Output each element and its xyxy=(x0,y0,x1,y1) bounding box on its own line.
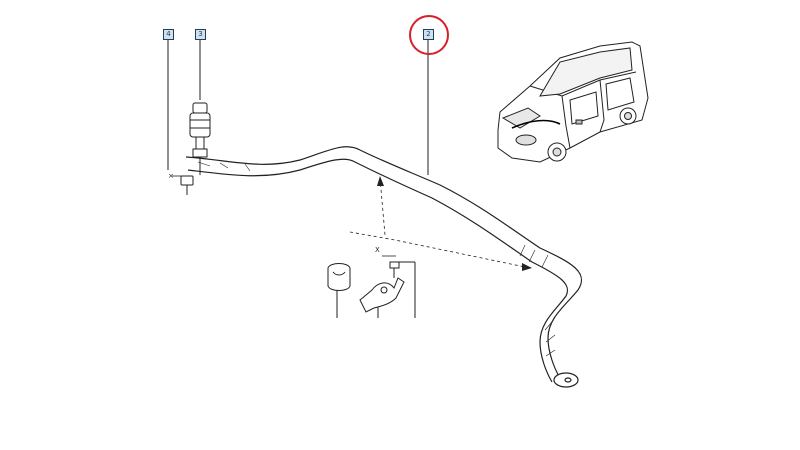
rubber-bushing xyxy=(327,263,351,291)
arrowhead-up xyxy=(377,176,384,186)
left-nut xyxy=(180,175,194,195)
vehicle-illustration xyxy=(497,41,649,163)
callout-part-3[interactable]: 3 xyxy=(195,29,206,40)
bracket-leaders xyxy=(336,261,416,318)
callout-part-2[interactable]: 2 xyxy=(423,29,434,40)
clamp-bracket xyxy=(359,277,405,313)
bar-shading xyxy=(197,161,556,357)
axis-mark-left-glyph: × xyxy=(168,172,174,180)
callout-part-4[interactable]: 4 xyxy=(163,29,174,40)
bar-end-eyelet xyxy=(553,372,579,388)
link-rod xyxy=(189,102,211,175)
bracket-bolt xyxy=(389,261,400,278)
callout-highlight-circle xyxy=(409,15,449,55)
bar-end-hole xyxy=(564,377,572,383)
arrowhead-right xyxy=(522,263,532,271)
axis-mark-center: X xyxy=(375,246,380,254)
